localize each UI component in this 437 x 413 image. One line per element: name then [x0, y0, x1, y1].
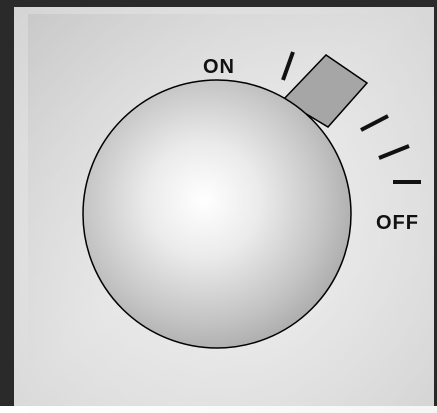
- tick-mark-3: [379, 146, 409, 158]
- tick-mark-on: [283, 52, 293, 80]
- tick-mark-2: [361, 116, 388, 130]
- on-label: ON: [203, 56, 235, 79]
- rotary-knob-icon[interactable]: [83, 80, 351, 348]
- off-label: OFF: [376, 212, 419, 235]
